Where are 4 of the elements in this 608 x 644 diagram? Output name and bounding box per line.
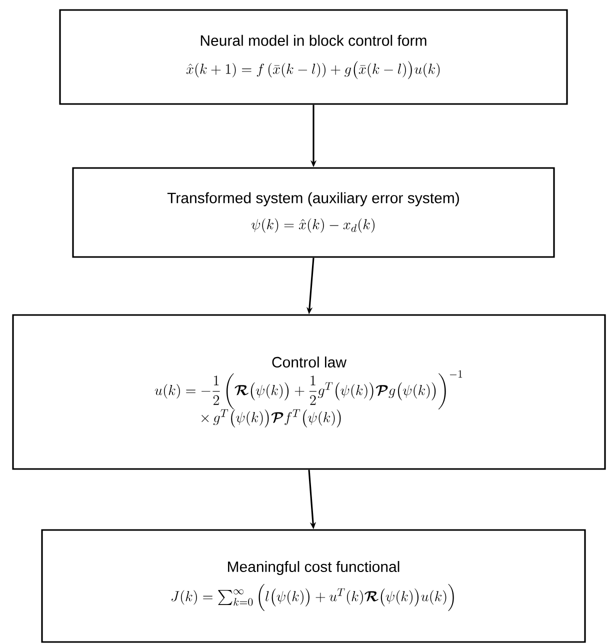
process-box: Neural model in block control form $\hat{x}(k+1)=f\left(\bar{x}(k-l)\right)+g\big(\bar{x}(k-l)\big)u(k)$ — [59, 9, 568, 105]
process-box: Meaningful cost functional $J(k)=\sum_{k=0}^{\infty}\Big(l\big(\psi(k)\big)+u^T(k)\boldsymbol{\mathcal{R}}\big(\psi(k)\big)u(k)\Big)$ — [41, 529, 586, 643]
process-box: Control law $\begin{array}{l}u(k)=-\dfrac{1}{2}\left(\boldsymbol{\mathcal{R}}\big(\psi(k)\big)+\dfrac{1}{2}g^T\big(\psi(k)\big)\boldsymbol{\mathcal{P}}g\big(\psi(k)\big)\right)^{-1}\\ \qquad\quad\times\, g^T\big(\psi(k)\big)\boldsymbol{\mathcal{P}}f^T\big(\psi(k)\big)\end{array}$ — [12, 314, 606, 470]
process-box: Transformed system (auxiliary error system) $\psi(k)=\hat{x}(k)-x_d(k)$ — [72, 167, 555, 258]
